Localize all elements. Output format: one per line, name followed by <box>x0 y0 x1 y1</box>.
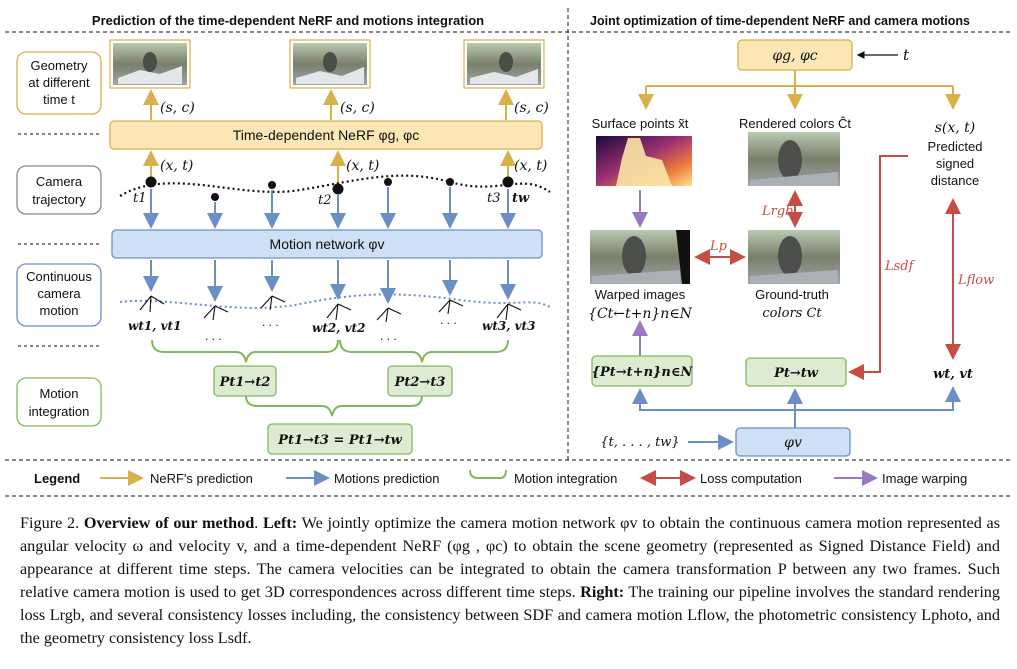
time-label-t2: t2 <box>318 193 332 208</box>
legend-motion-pred: Motions prediction <box>334 471 440 486</box>
dots-4: . . . <box>440 313 457 327</box>
caption-title: Overview of our method <box>83 514 255 532</box>
warped-image <box>590 230 690 284</box>
caption-left-text: We jointly optimize the camera motion ne… <box>20 514 1000 601</box>
right-panel-title: Joint optimization of time-dependent NeR… <box>590 14 970 28</box>
legend-title: Legend <box>34 471 80 486</box>
p23-box <box>387 365 453 397</box>
gt-label-1: Ground-truth <box>755 287 829 302</box>
svg-text:trajectory: trajectory <box>32 192 86 207</box>
time-label-t3: t3 <box>487 191 501 206</box>
row-label-integration: Motion integration <box>16 377 102 427</box>
gt-label-2: colors Ct <box>762 306 822 321</box>
scene-image-t2 <box>289 39 371 89</box>
p13-label: Pt1→t3 = Pt1→tw <box>277 433 402 448</box>
caption-right-text: The training our pipeline involves the s… <box>20 583 1000 647</box>
camera-trajectory <box>119 174 551 197</box>
p-tw-box <box>745 357 847 387</box>
row-label-continuous: Continuous camera motion <box>16 263 102 327</box>
loss-flow: Lflow <box>957 273 994 288</box>
xt-label-3: (x, t) <box>514 158 547 174</box>
right-motion-box <box>735 427 851 457</box>
rendered-colors-image <box>748 132 840 186</box>
nerf-box-label: Time-dependent NeRF φg, φc <box>233 127 420 143</box>
loss-p: Lp <box>709 239 728 254</box>
motion-network-box <box>111 229 543 259</box>
brace-1 <box>151 339 339 363</box>
svg-text:Geometry: Geometry <box>30 58 88 73</box>
nerf-distribution-line <box>646 70 953 87</box>
velocity-label-3: wt3, vt3 <box>482 319 535 333</box>
motion-frames <box>139 295 522 323</box>
surface-points-image <box>596 136 692 186</box>
right-t-label: t <box>903 46 910 64</box>
t-seq-label: {t, . . . , tw} <box>600 435 679 450</box>
dots-1: . . . <box>205 329 222 343</box>
surface-points-label: Surface points x̃t <box>592 116 689 131</box>
p12-label: Pt1→t2 <box>219 375 271 390</box>
svg-text:Motion: Motion <box>39 386 78 401</box>
xt-label-1: (x, t) <box>160 158 193 174</box>
caption-right-head: Right: <box>580 583 625 601</box>
legend-warp: Image warping <box>882 471 967 486</box>
brace-2 <box>339 339 509 363</box>
sc-label-1: (s, c) <box>160 100 195 116</box>
caption-fig: Figure 2. <box>20 514 80 532</box>
p23-label: Pt2→t3 <box>394 375 446 390</box>
scene-image-t1 <box>109 39 191 89</box>
legend-nerf: NeRF's prediction <box>150 471 253 486</box>
ground-truth-image <box>748 230 840 284</box>
loss-rgb: Lrgb <box>761 204 794 219</box>
p-set-box <box>591 355 693 387</box>
motion-distribution-line <box>639 390 954 428</box>
velocity-label-2: wt2, vt2 <box>312 321 365 335</box>
sc-label-2: (s, c) <box>340 100 375 116</box>
brace-3 <box>245 395 423 417</box>
svg-text:camera: camera <box>37 286 81 301</box>
loss-sdf: Lsdf <box>884 259 916 274</box>
figure-caption: Figure 2. Overview of our method. Left: … <box>20 514 1000 647</box>
motion-network-label: Motion network φv <box>270 236 385 252</box>
xt-label-2: (x, t) <box>346 158 379 174</box>
dots-2: . . . <box>262 315 279 329</box>
p12-box <box>213 365 277 397</box>
nerf-box <box>109 120 543 150</box>
sdf-label-1: s(x, t) <box>935 120 976 136</box>
sdf-label-3: signed <box>936 156 974 171</box>
caption-left-head: Left: <box>263 514 298 532</box>
warped-label-2: {Ct←t+n}n∈N <box>588 306 693 322</box>
time-label-t1: t1 <box>133 191 147 206</box>
p-tw-label: Pt→tw <box>773 366 819 381</box>
row-label-geometry: Geometry at different time t <box>16 51 102 115</box>
sdf-label-4: distance <box>931 173 979 188</box>
legend-loss: Loss computation <box>700 471 802 486</box>
scene-image-t3 <box>463 39 545 89</box>
p13-box <box>267 423 413 455</box>
sdf-label-2: Predicted <box>928 139 983 154</box>
svg-text:Camera: Camera <box>36 174 83 189</box>
p-set-label: {Pt→t+n}n∈N <box>592 365 694 380</box>
svg-text:time t: time t <box>43 92 75 107</box>
svg-text:Continuous: Continuous <box>26 269 92 284</box>
svg-text:motion: motion <box>39 303 78 318</box>
velocity-label-1: wt1, vt1 <box>128 319 181 333</box>
svg-text:integration: integration <box>29 404 90 419</box>
dots-3: . . . <box>380 329 397 343</box>
time-label-tw: tw <box>512 191 530 206</box>
svg-text:at different: at different <box>28 75 90 90</box>
continuous-motion-curve <box>119 293 553 309</box>
left-panel-title: Prediction of the time-dependent NeRF an… <box>92 13 484 28</box>
legend-motion-int: Motion integration <box>514 471 617 486</box>
sdf-loss-line <box>848 155 908 380</box>
row-label-trajectory: Camera trajectory <box>16 165 102 215</box>
warped-label-1: Warped images <box>595 287 686 302</box>
rendered-colors-label: Rendered colors Ĉt <box>739 116 851 131</box>
wv-label: wt, vt <box>933 367 973 382</box>
right-motion-label: φv <box>784 435 802 451</box>
sc-label-3: (s, c) <box>514 100 549 116</box>
right-nerf-label: φg, φc <box>772 48 817 64</box>
